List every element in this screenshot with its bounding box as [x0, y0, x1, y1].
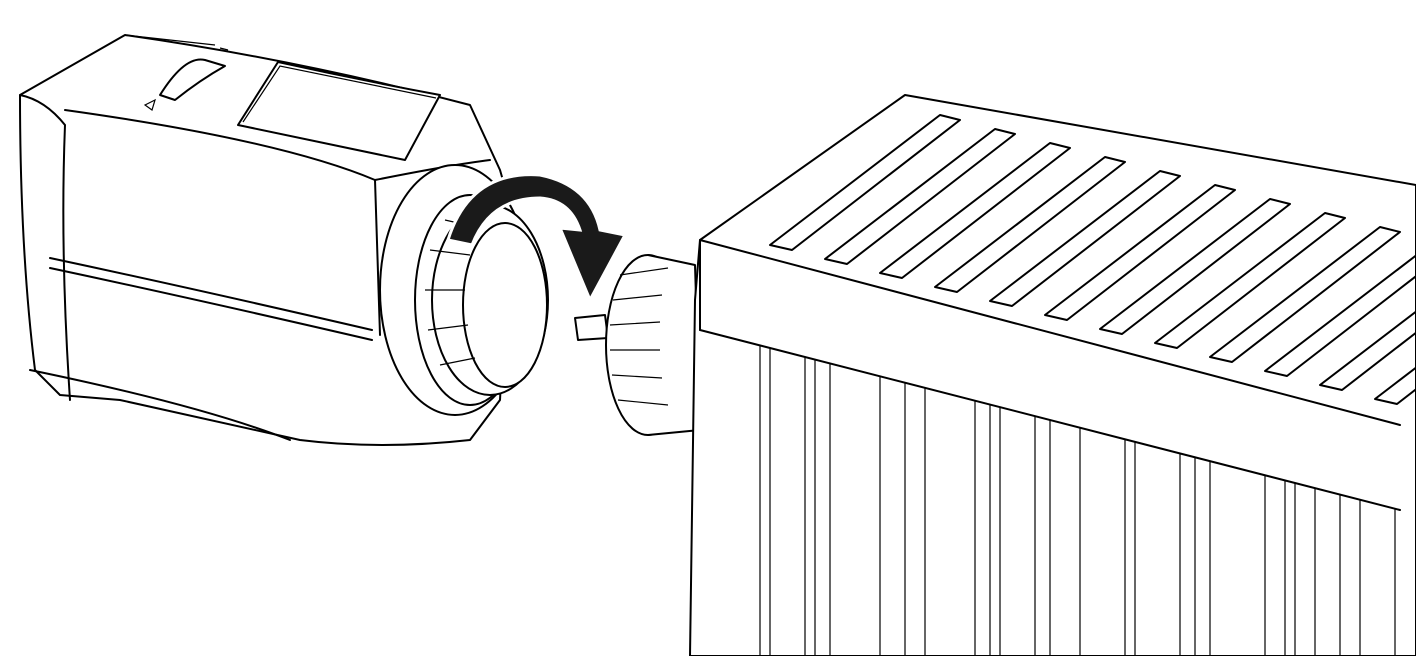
radiator-slot — [1154, 212, 1346, 349]
thermostat-head — [19, 34, 511, 446]
control-wheel[interactable] — [159, 58, 226, 101]
display-screen — [237, 61, 441, 161]
radiator-slot — [989, 170, 1181, 307]
radiator-slot — [1099, 198, 1291, 335]
radiator-slot — [1209, 226, 1401, 363]
radiator-valve — [574, 254, 701, 436]
radiator-slot — [769, 114, 961, 251]
radiator-slot — [1044, 184, 1236, 321]
radiator-slot — [1264, 254, 1416, 377]
radiator — [689, 94, 1416, 656]
radiator-slot — [879, 142, 1071, 279]
radiator-slot — [824, 128, 1016, 265]
rotation-arrow-icon — [446, 173, 628, 304]
coupling-ring[interactable] — [379, 164, 549, 416]
radiator-slot — [934, 156, 1126, 293]
radiator-slot — [1374, 366, 1416, 405]
radiator-slot — [1319, 310, 1416, 391]
